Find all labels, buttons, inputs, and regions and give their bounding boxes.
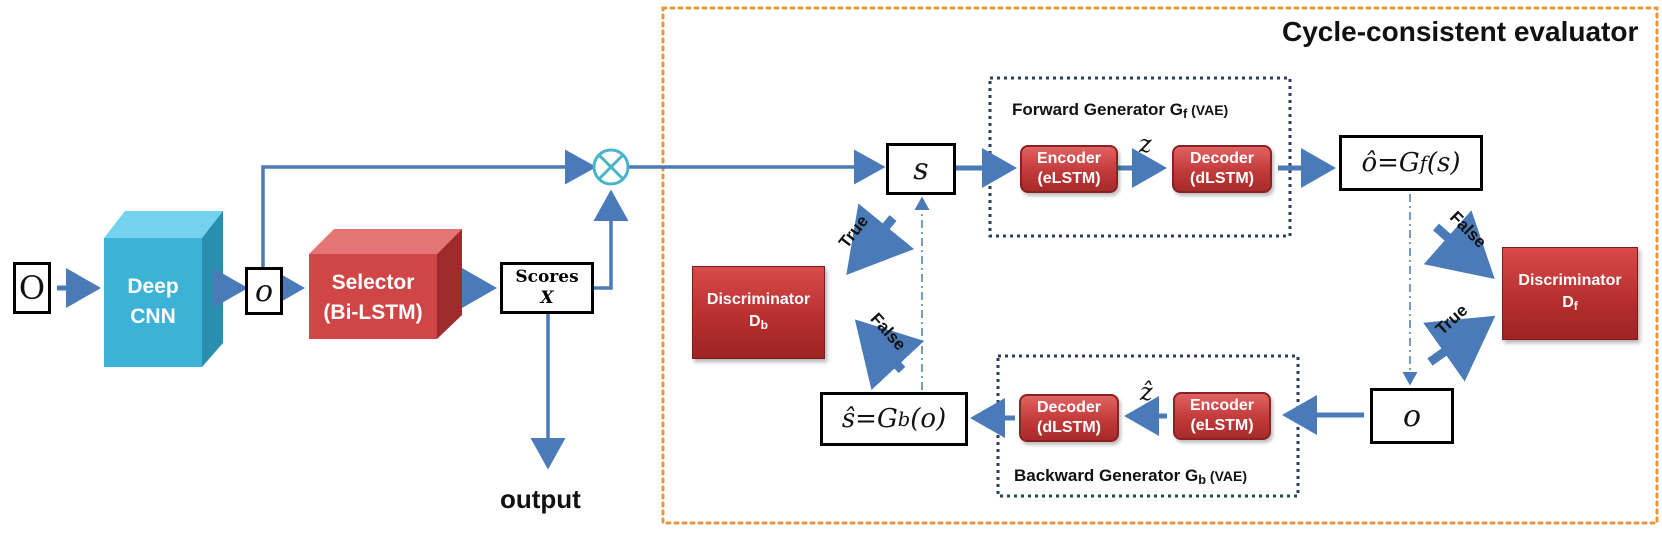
output-label: output xyxy=(500,484,581,514)
scores-box: Scores X xyxy=(500,262,594,314)
z-hat-label: ẑ xyxy=(1140,378,1153,406)
deep-cnn-block xyxy=(104,211,223,367)
s-box: s xyxy=(886,143,956,195)
input-box: O xyxy=(13,262,51,314)
multiplier-icon xyxy=(592,148,630,186)
scores-to-multiplier-arrow xyxy=(593,189,629,290)
discriminator-arrows xyxy=(846,203,1496,391)
backward-path-arrows xyxy=(970,395,1364,438)
forward-generator-region xyxy=(988,76,1292,238)
forward-generator-label: Forward Generator Gf (VAE) xyxy=(1012,100,1229,122)
z-label: z xyxy=(1139,130,1152,158)
feature-skip-arrow xyxy=(261,149,597,268)
o-box: o xyxy=(1370,388,1454,444)
discriminator-forward: Discriminator Df xyxy=(1502,247,1638,340)
discriminator-backward: Discriminator Db xyxy=(692,266,825,359)
decoder-forward: Decoder(dLSTM) xyxy=(1172,145,1272,193)
backward-generator-region xyxy=(996,354,1300,498)
selector-block xyxy=(309,229,462,339)
encoder-backward: Encoder(eLSTM) xyxy=(1173,392,1271,440)
features-box: o xyxy=(245,267,283,315)
evaluator-region xyxy=(661,6,1659,525)
input-label: O xyxy=(18,269,46,307)
backward-generator-label: Backward Generator Gb (VAE) xyxy=(1014,466,1248,488)
encoder-forward: Encoder(eLSTM) xyxy=(1020,145,1118,193)
selector-label: Selector(Bi-LSTM) xyxy=(323,271,423,324)
evaluator-title: Cycle-consistent evaluator xyxy=(1282,16,1639,47)
decoder-backward: Decoder(dLSTM) xyxy=(1019,394,1119,442)
